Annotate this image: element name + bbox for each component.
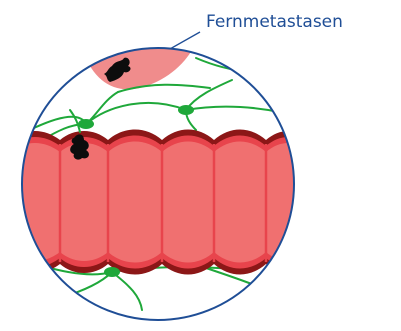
lymph-vessel-to-colon	[70, 110, 80, 132]
lens-content	[10, 32, 312, 310]
lymph-node	[104, 267, 120, 277]
lymph-node	[178, 105, 194, 115]
fernmetastasen-label: Fernmetastasen	[206, 12, 343, 32]
distant-organ	[80, 32, 198, 90]
colon	[10, 130, 312, 275]
lymph-node	[78, 119, 94, 129]
